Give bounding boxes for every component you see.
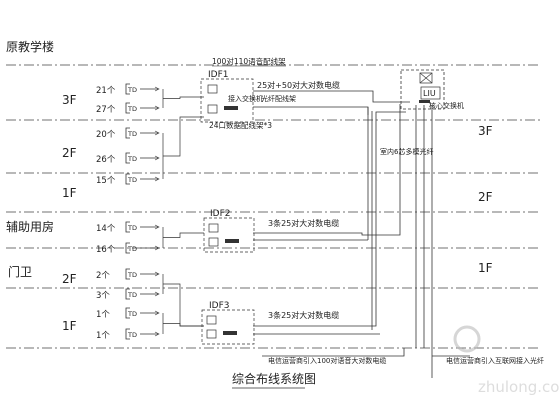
outlet-count: 16个 — [96, 245, 116, 255]
outlet-icon: TD — [125, 242, 137, 254]
outlet-label: TD — [127, 176, 137, 184]
floor-label: 3F — [62, 93, 77, 107]
outlet-count: 14个 — [96, 224, 116, 234]
floor-label: 3F — [478, 124, 493, 138]
floor-label: 1F — [62, 319, 77, 333]
arrow-icon — [154, 271, 160, 277]
backbone-cables — [253, 90, 470, 378]
outlet-count: 26个 — [96, 155, 116, 165]
idf2-cable-label: 3条25对大对数电缆 — [268, 218, 339, 228]
watermark-text: zhulong.com — [478, 378, 560, 396]
arrow-icon — [154, 86, 160, 92]
bus-link — [163, 283, 204, 327]
diagram-title: 综合布线系统图 — [232, 371, 316, 386]
outlet-icon: TD — [125, 102, 137, 114]
floor-label: 2F — [478, 190, 493, 204]
idf-label: IDF3 — [209, 301, 230, 311]
outlet-label: TD — [127, 224, 137, 232]
arrow-icon — [154, 291, 160, 297]
idf-boxes — [200, 78, 255, 345]
outlet-icon: TD — [125, 152, 137, 164]
outlet-count: 3个 — [96, 291, 110, 301]
fiber-note: 室内6芯多模光纤 — [380, 147, 433, 156]
core-switch-label: 核心交换机 — [429, 101, 464, 110]
building-label: 原教学楼 — [6, 39, 54, 54]
outlet-count: 27个 — [96, 105, 116, 115]
outlet-count: 2个 — [96, 271, 110, 281]
switch-icon — [223, 106, 239, 335]
outlet-icon: TD — [125, 221, 137, 233]
outlet-rows: 21个 TD 27个 TD 20个 TD 26个 TD 15个 TD 14个 TD 16个 TD 2个 TD 3… — [96, 83, 204, 341]
bus-link — [163, 232, 204, 238]
idf1-patch-label: 24口数据配线架*3 — [209, 120, 272, 130]
arrow-icon — [154, 130, 160, 136]
liu-label: LIU — [423, 89, 436, 98]
idf-label: IDF2 — [210, 209, 231, 219]
floor-label: 1F — [62, 186, 77, 200]
idf-equipment — [206, 84, 219, 339]
building-label: 辅助用房 — [6, 219, 54, 234]
outlet-icon: TD — [125, 83, 137, 95]
bottom-note: 电信运营商引入互联网接入光纤 — [446, 356, 544, 365]
outlet-count: 1个 — [96, 310, 110, 320]
arrow-icon — [154, 224, 160, 230]
watermark: zhulong.com — [453, 325, 560, 396]
outlet-label: TD — [127, 86, 137, 94]
floor-label: 2F — [62, 146, 77, 160]
outlet-label: TD — [127, 310, 137, 318]
bus-link — [163, 116, 204, 157]
outlet-count: 21个 — [96, 86, 116, 96]
idf-label: IDF1 — [208, 70, 229, 80]
outlet-label: TD — [127, 130, 137, 138]
arrow-icon — [154, 155, 160, 161]
outlet-count: 1个 — [96, 331, 110, 341]
bus-link — [163, 323, 204, 327]
floor-label: 1F — [478, 261, 493, 275]
outlet-label: TD — [127, 105, 137, 113]
outlet-label: TD — [127, 331, 137, 339]
outlet-label: TD — [127, 245, 137, 253]
outlet-icon: TD — [125, 307, 137, 319]
outlet-label: TD — [127, 291, 137, 299]
outlet-label: TD — [127, 155, 137, 163]
idf1-top-label: 100对110语音配线架 — [212, 56, 286, 66]
building-label: 门卫 — [8, 264, 32, 279]
arrow-icon — [154, 331, 160, 337]
watermark-logo-icon — [453, 325, 481, 353]
bus-link — [163, 96, 204, 99]
floor-separators — [6, 64, 540, 349]
outlet-icon: TD — [125, 268, 137, 280]
outlet-icon: TD — [125, 288, 137, 300]
arrow-icon — [154, 105, 160, 111]
idf1-switch-label: 接入交换机 — [228, 94, 263, 103]
bottom-note: 电信运营商引入100对语音大对数电缆 — [268, 356, 386, 365]
arrow-icon — [154, 310, 160, 316]
arrow-icon — [154, 176, 160, 182]
liu-box — [420, 86, 441, 100]
outlet-icon: TD — [125, 173, 137, 185]
core-box — [400, 69, 445, 110]
outlet-count: 20个 — [96, 130, 116, 140]
outlet-count: 15个 — [96, 176, 116, 186]
arrow-icon — [154, 245, 160, 251]
idf1-cable-label: 25对+50对大对数电缆 — [257, 80, 340, 90]
idf3-cable-label: 3条25对大对数电缆 — [268, 310, 339, 320]
outlet-icon: TD — [125, 328, 137, 340]
floor-label: 2F — [62, 272, 77, 286]
idf1-fiber-label: 光纤配线架 — [261, 94, 296, 103]
outlet-label: TD — [127, 271, 137, 279]
outlet-icon: TD — [125, 127, 137, 139]
core-switch-icon — [419, 100, 430, 103]
